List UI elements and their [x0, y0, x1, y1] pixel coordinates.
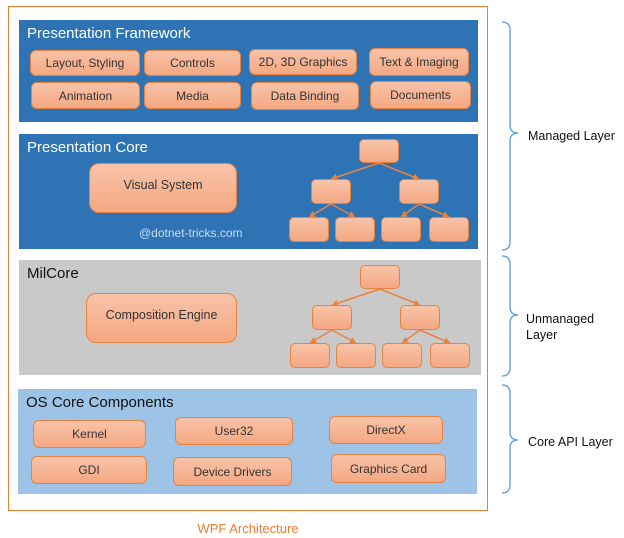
panel-title: OS Core Components [26, 394, 174, 411]
tree-node [400, 305, 440, 330]
managed-layer-brace [501, 21, 519, 251]
composition-engine-box: Composition Engine [86, 293, 237, 343]
tree-edge [330, 162, 380, 180]
component-box: User32 [175, 417, 293, 445]
tree-edge [331, 288, 381, 306]
component-box: Animation [31, 82, 140, 109]
core-api-layer-label: Core API Layer [528, 435, 613, 449]
component-box: Device Drivers [173, 457, 292, 486]
arrowhead-icon [331, 173, 338, 181]
managed-layer-label: Managed Layer [528, 129, 615, 143]
diagram-caption: WPF Architecture [197, 521, 299, 536]
unmanaged-layer-label: Unmanaged Layer [526, 312, 595, 342]
arrowhead-icon [332, 299, 339, 307]
visual-tree [289, 139, 474, 244]
arrowhead-icon [309, 210, 316, 217]
tree-node [335, 217, 375, 242]
arrowhead-icon [310, 336, 317, 343]
component-box: Text & Imaging [369, 48, 469, 76]
arrowhead-icon [442, 211, 449, 218]
arrowhead-icon [402, 336, 409, 343]
component-box: GDI [31, 456, 147, 484]
tree-edge [378, 162, 420, 180]
tree-node [290, 343, 330, 368]
architecture-frame [8, 6, 488, 511]
panel-title: Presentation Core [27, 139, 148, 156]
tree-node [360, 265, 400, 289]
presentation-framework-panel: Presentation Framework Layout, Styling C… [19, 20, 478, 122]
tree-node [311, 179, 351, 204]
tree-connectors [308, 162, 450, 218]
tree-node [430, 343, 470, 368]
panel-title: MilCore [27, 265, 79, 282]
tree-node [429, 217, 469, 242]
tree-node [336, 343, 376, 368]
component-box: Kernel [33, 420, 146, 448]
component-box: Graphics Card [331, 454, 446, 483]
component-box: Media [144, 82, 241, 109]
arrowhead-icon [413, 299, 420, 307]
arrowhead-icon [443, 337, 450, 344]
tree-node [399, 179, 439, 204]
visual-system-box: Visual System [89, 163, 237, 213]
presentation-core-panel: Presentation Core Visual System @dotnet-… [19, 134, 478, 249]
tree-node [381, 217, 421, 242]
component-box: Controls [144, 50, 241, 76]
tree-connectors [309, 288, 451, 344]
arrowhead-icon [348, 211, 355, 218]
tree-node [289, 217, 329, 242]
tree-node [359, 139, 399, 163]
component-box: 2D, 3D Graphics [249, 49, 357, 75]
tree-node [312, 305, 352, 330]
arrowhead-icon [401, 210, 408, 217]
tree-node [382, 343, 422, 368]
component-box: Documents [370, 81, 471, 109]
component-box: Data Binding [251, 82, 359, 110]
component-box: DirectX [329, 416, 443, 444]
os-core-components-panel: OS Core Components Kernel User32 DirectX… [18, 389, 477, 494]
milcore-panel: MilCore Composition Engine [19, 260, 481, 375]
tree-edge [379, 288, 421, 306]
component-box: Layout, Styling [30, 50, 140, 76]
watermark: @dotnet-tricks.com [139, 226, 243, 240]
composition-tree [290, 265, 475, 370]
core-api-layer-brace [501, 384, 519, 494]
unmanaged-layer-brace [501, 255, 519, 377]
panel-title: Presentation Framework [27, 25, 191, 42]
arrowhead-icon [412, 173, 419, 181]
arrowhead-icon [349, 337, 356, 344]
